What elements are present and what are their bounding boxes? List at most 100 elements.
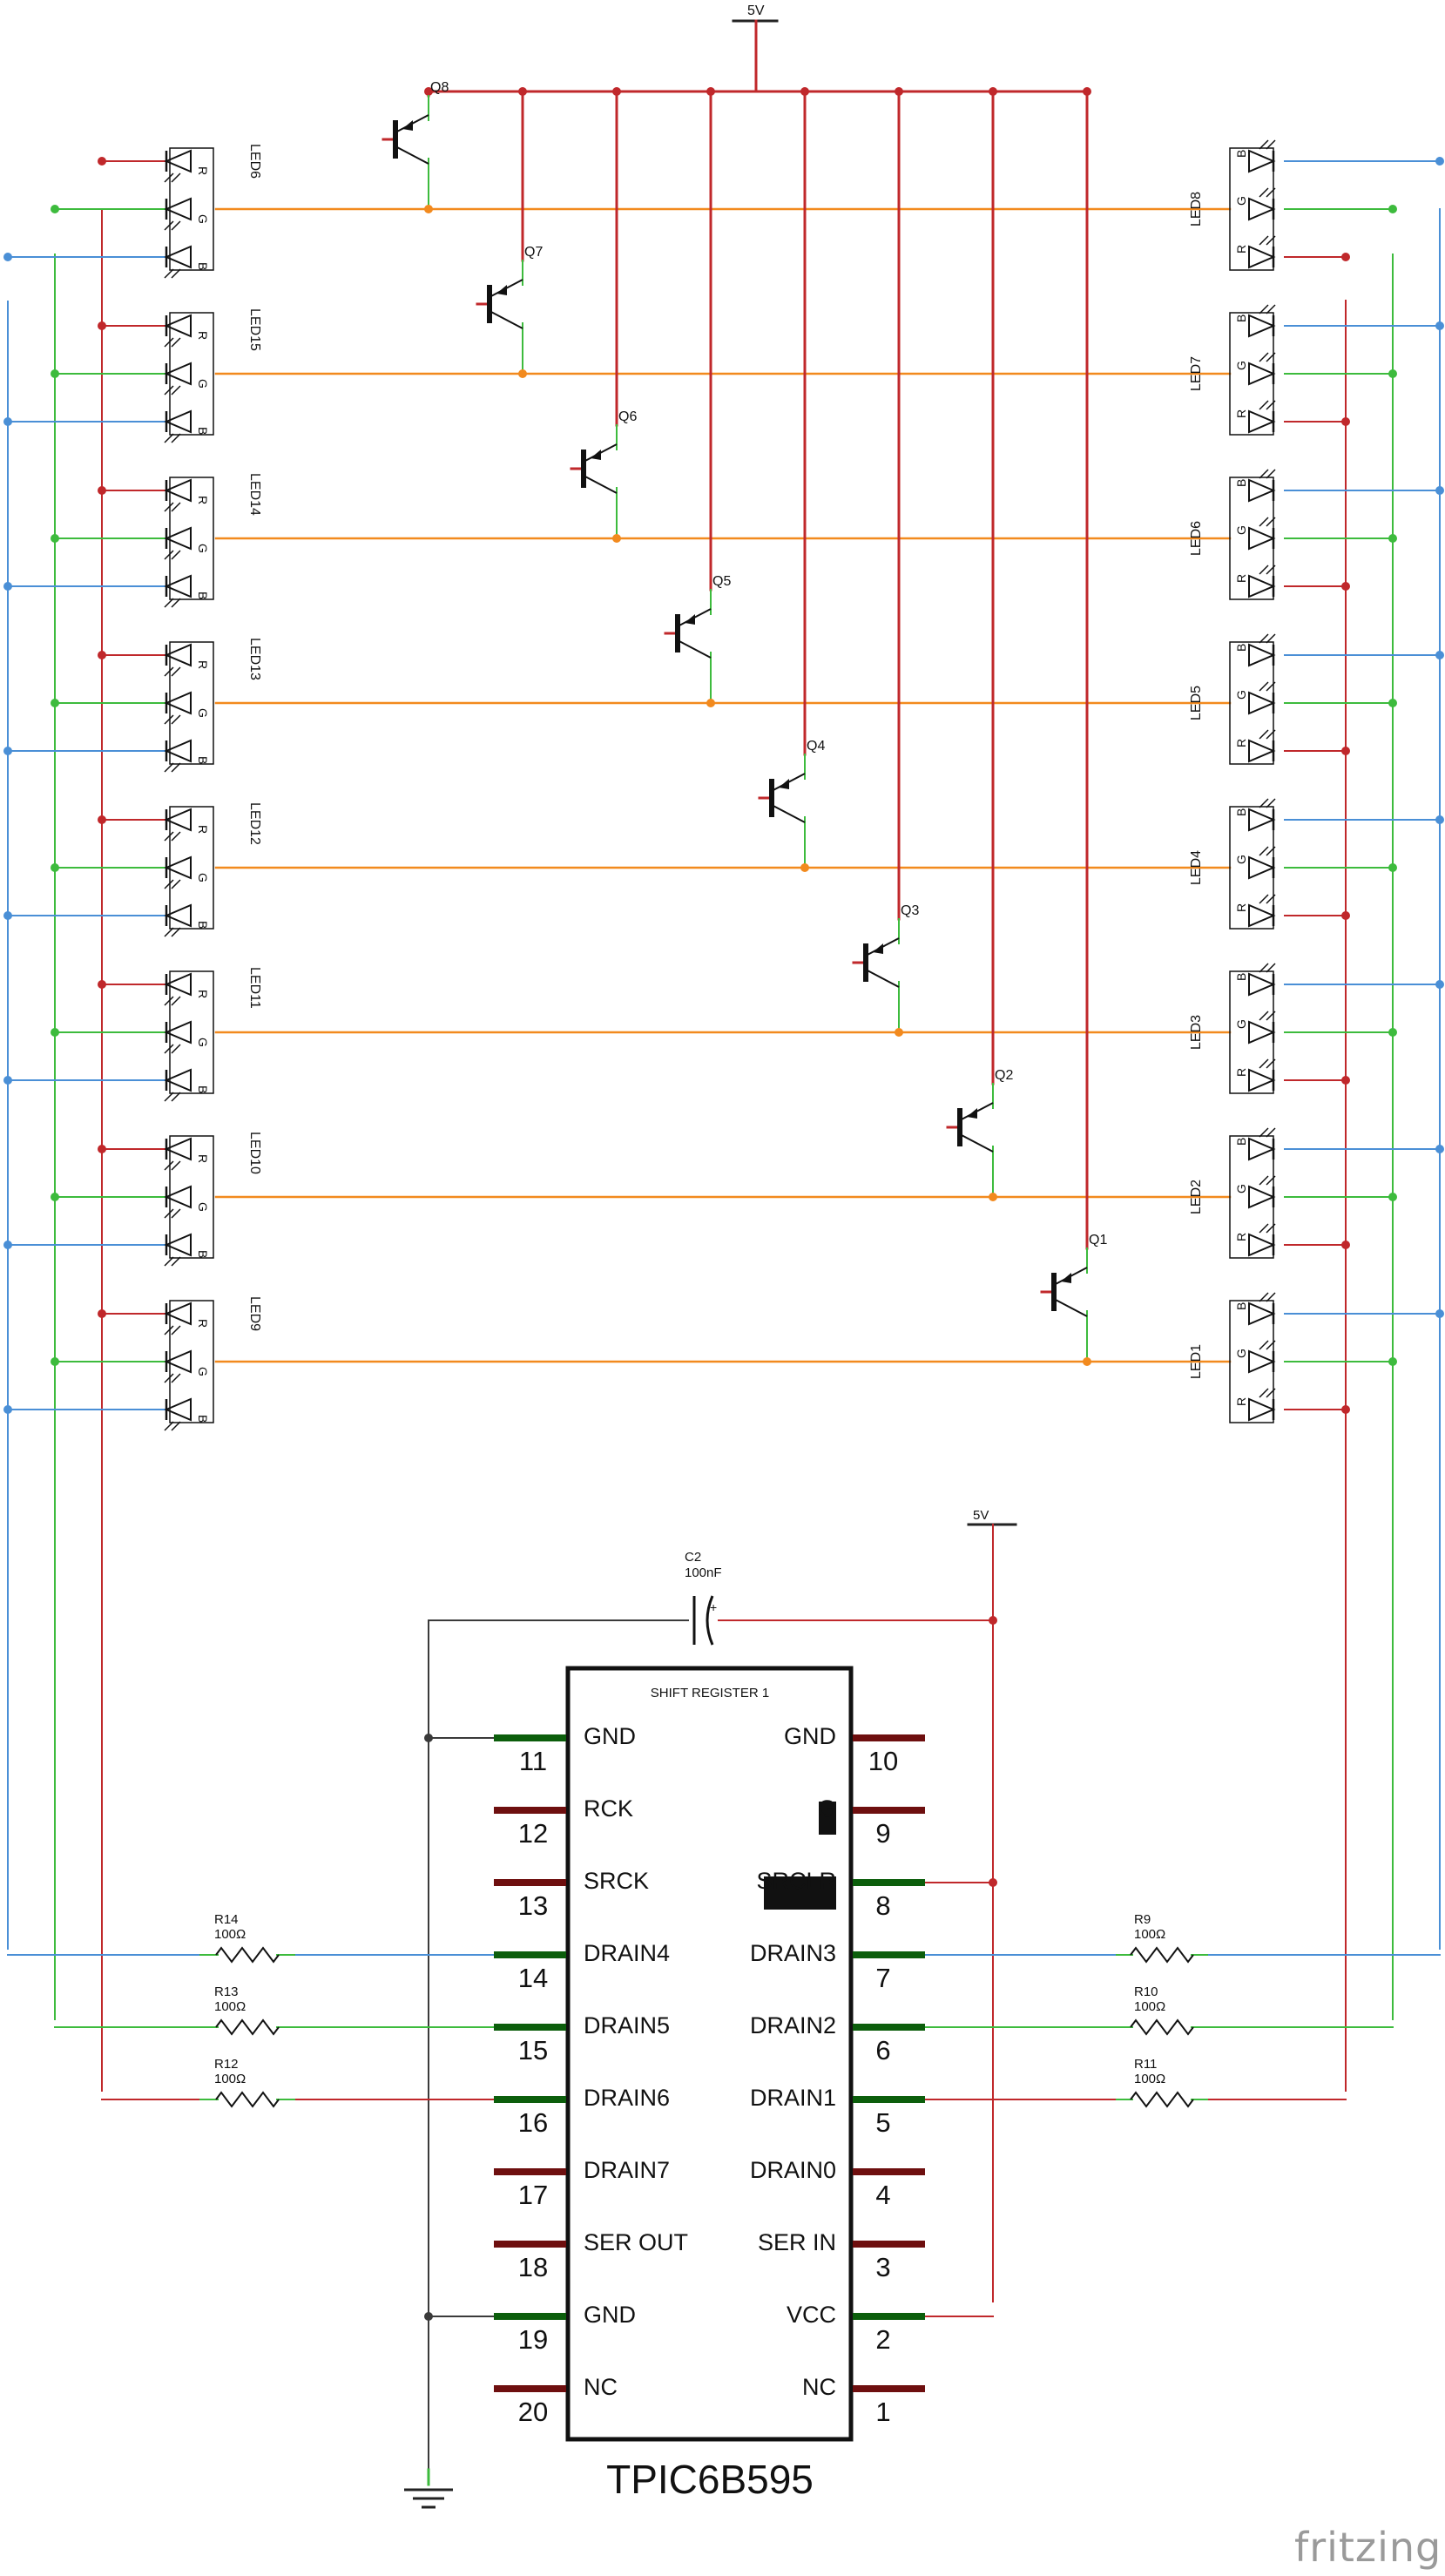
rgb-led-diode [1248, 894, 1276, 928]
bus-junction [1388, 1028, 1397, 1037]
diode-triangle [1248, 903, 1276, 928]
diode-triangle [164, 808, 192, 832]
emission-arrow [164, 385, 174, 396]
rgb-led-diode [164, 1349, 192, 1383]
transistor-label: Q8 [430, 80, 449, 95]
bus-junction [51, 369, 59, 378]
resistor-value: 100Ω [1134, 1999, 1165, 2014]
led-pin-label: B [1234, 973, 1248, 981]
diode-triangle [164, 1397, 192, 1422]
emission-arrow [164, 220, 174, 231]
emission-arrow [1266, 187, 1276, 198]
junction-dot [424, 2312, 433, 2321]
emission-arrow [1259, 963, 1269, 973]
emission-arrow [1259, 400, 1269, 410]
emission-arrow [164, 1044, 174, 1054]
bus-junction [1388, 369, 1397, 378]
led-pin-label: G [1234, 525, 1248, 535]
emission-arrow [164, 1373, 174, 1383]
junction-dot [424, 1734, 433, 1742]
emitter-junction [518, 369, 527, 378]
emission-arrow [1266, 681, 1276, 692]
led-package-outline [169, 477, 214, 600]
emission-arrow [1266, 1127, 1276, 1138]
emission-arrow [171, 1373, 181, 1383]
rgb-led-diode [164, 903, 192, 937]
diode-triangle [1248, 691, 1276, 715]
emission-arrow [1259, 304, 1269, 314]
rgb-led-diode [1248, 729, 1276, 763]
emission-arrow [171, 762, 181, 773]
led-label: LED1 [1189, 1344, 1204, 1379]
emission-arrow [1266, 565, 1276, 575]
bus-junction [1435, 486, 1444, 495]
emission-arrow [1259, 1175, 1269, 1186]
led-pin-label: G [196, 1367, 210, 1376]
parts-layer [164, 114, 1276, 2509]
capacitor-name: C2 [685, 1550, 701, 1565]
led-label: LED3 [1189, 1015, 1204, 1050]
bus-junction [51, 1028, 59, 1037]
rgb-led-diode [164, 149, 192, 183]
rgb-led-diode [164, 1302, 192, 1335]
led-pin-label: R [196, 660, 210, 669]
diode-triangle [164, 739, 192, 763]
ic-pin-number: 4 [875, 2180, 890, 2210]
emission-arrow [171, 172, 181, 183]
diode-triangle [1248, 314, 1276, 338]
bus-junction [1388, 1357, 1397, 1366]
labels-layer: 5VRGBLED6RGBLED15RGBLED14RGBLED13RGBLED1… [196, 3, 1441, 2571]
ic-pin-number: 13 [518, 1890, 548, 1921]
supply-label-right: 5V [973, 1508, 989, 1523]
led-pin-label: R [1234, 1068, 1248, 1077]
led-pin-label: G [1234, 690, 1248, 700]
led-pin-label: R [1234, 739, 1248, 747]
ic-pin-label: GND [584, 2302, 636, 2328]
rgb-led-diode [164, 643, 192, 677]
bus-junction [3, 1241, 12, 1249]
diode-triangle [1248, 409, 1276, 434]
bus-junction [1435, 1145, 1444, 1153]
rgb-led-diode [164, 691, 192, 725]
rgb-led-diode [1248, 798, 1276, 832]
resistor-name: R10 [1134, 1984, 1158, 1999]
diode-triangle [164, 314, 192, 338]
led-pin-label: B [1234, 150, 1248, 158]
diode-triangle [164, 149, 192, 173]
emission-arrow [1259, 1388, 1269, 1398]
diode-triangle [164, 1349, 192, 1374]
led-pin-label: R [196, 1319, 210, 1328]
transistor-emitter [959, 1133, 994, 1153]
led-package-outline [169, 147, 214, 271]
emission-arrow [1259, 565, 1269, 575]
diode-triangle [1248, 197, 1276, 221]
diode-triangle [1248, 245, 1276, 269]
diode-triangle [1248, 739, 1276, 763]
rgb-led-diode [1248, 1340, 1276, 1374]
capacitor-value: 100nF [685, 1565, 722, 1580]
emission-arrow [164, 1208, 174, 1219]
emission-arrow [1259, 469, 1269, 479]
diode-triangle [1248, 972, 1276, 997]
bus-junction [1435, 1309, 1444, 1318]
emission-arrow [164, 337, 174, 348]
led-pin-label: B [1234, 479, 1248, 487]
bus-junction [1435, 815, 1444, 824]
ic-pin-number: 14 [518, 1963, 548, 1993]
led-label: LED6 [247, 144, 262, 179]
ic-pin-number: 19 [518, 2324, 548, 2355]
diode-triangle [164, 1020, 192, 1045]
emission-arrow [171, 666, 181, 677]
led-pin-label: B [1234, 808, 1248, 816]
bus-junction [1341, 1076, 1350, 1085]
diode-triangle [164, 197, 192, 221]
diode-triangle [1248, 574, 1276, 598]
bus-junction [1435, 651, 1444, 659]
resistor-name: R14 [214, 1912, 239, 1927]
led-pin-label: B [1234, 644, 1248, 652]
led-pin-label: B [1234, 1138, 1248, 1146]
transistor-emitter [771, 804, 806, 823]
rgb-led-diode [164, 1397, 192, 1431]
led-pin-label: B [196, 1085, 210, 1093]
resistor-value: 100Ω [214, 1927, 246, 1942]
